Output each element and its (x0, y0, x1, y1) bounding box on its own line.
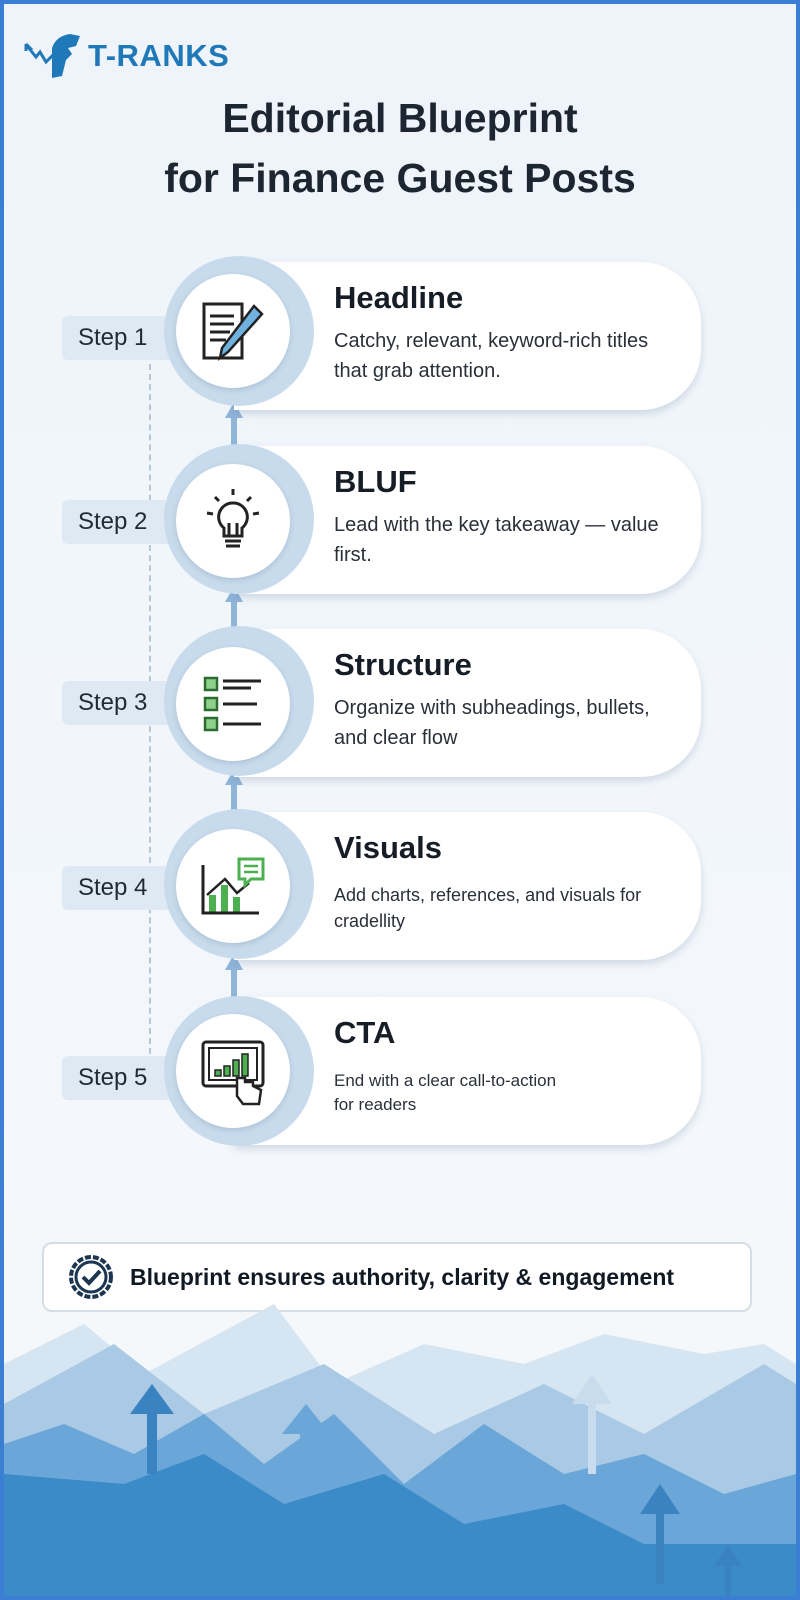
brand-logo: T-RANKS (22, 30, 229, 82)
mountain-landscape (4, 1304, 796, 1596)
chart-comment-icon (201, 857, 265, 915)
document-pen-icon (202, 302, 264, 361)
step-description: End with a clear call-to-action for read… (334, 1071, 557, 1114)
summary-text: Blueprint ensures authority, clarity & e… (130, 1263, 675, 1290)
page-title: Editorial Blueprint for Finance Guest Po… (4, 88, 796, 208)
step-1-label: Step 1 (62, 316, 177, 360)
step-2-card: BLUF Lead with the key takeaway — value … (234, 446, 701, 594)
dinosaur-arrow-icon (24, 34, 80, 78)
step-5-icon-circle (176, 1014, 290, 1128)
step-title: BLUF (334, 464, 417, 499)
step-title: CTA (334, 1015, 396, 1050)
title-line-2: for Finance Guest Posts (164, 155, 636, 201)
step-4-label: Step 4 (62, 866, 177, 910)
step-1-icon-circle (176, 274, 290, 388)
step-3-icon-circle (176, 647, 290, 761)
arrow-up-icon (225, 586, 243, 638)
step-2-icon-circle (176, 464, 290, 578)
step-2-label: Step 2 (62, 500, 177, 544)
arrow-up-icon (225, 954, 243, 1006)
step-description: Catchy, relevant, keyword-rich titles th… (334, 330, 649, 382)
checklist-icon (203, 676, 261, 732)
step-title: Visuals (334, 830, 443, 865)
verified-badge-icon (69, 1255, 113, 1299)
brand-name: T-RANKS (88, 38, 230, 73)
touchscreen-chart-icon (201, 1040, 265, 1106)
lightbulb-icon (206, 489, 260, 548)
step-description: Add charts, references, and visuals for … (334, 885, 642, 931)
title-line-1: Editorial Blueprint (222, 95, 578, 141)
step-title: Structure (334, 647, 472, 682)
step-title: Headline (334, 280, 464, 315)
step-3-label: Step 3 (62, 681, 177, 725)
step-4-icon-circle (176, 829, 290, 943)
arrow-up-icon (225, 769, 243, 821)
step-description: Lead with the key takeaway — value first… (334, 514, 659, 566)
step-description: Organize with subheadings, bullets, and … (334, 697, 650, 749)
arrow-up-icon (225, 402, 243, 454)
summary-banner: Blueprint ensures authority, clarity & e… (42, 1242, 752, 1312)
step-5-label: Step 5 (62, 1056, 177, 1100)
